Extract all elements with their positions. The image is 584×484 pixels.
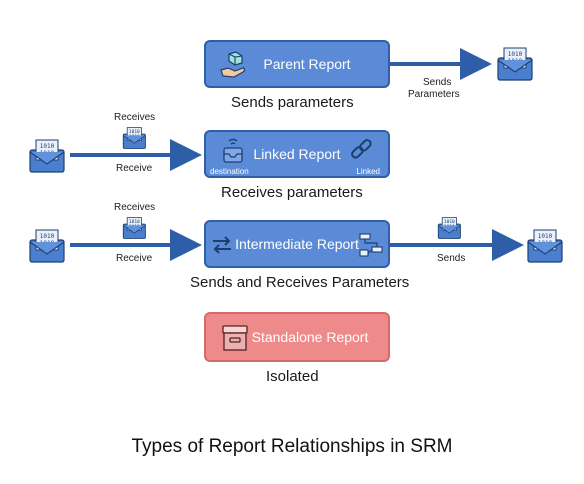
parent-out-envelope-icon: 1010 1010 <box>496 46 536 87</box>
standalone-report-caption: Isolated <box>266 368 319 385</box>
linked-report-caption: Receives parameters <box>221 184 363 201</box>
svg-text:1010: 1010 <box>40 233 55 240</box>
standalone-report-title: Standalone Report <box>251 329 369 345</box>
parent-report-title: Parent Report <box>263 56 351 72</box>
standalone-report-box: Standalone Report <box>204 312 390 362</box>
swap-arrows-icon <box>210 233 234 262</box>
svg-text:1010: 1010 <box>40 143 55 150</box>
intermediate-source-envelope-icon: 1010 1010 <box>28 228 68 269</box>
inbox-signal-icon <box>220 136 246 169</box>
intermediate-outgoing-label: Sends <box>437 253 466 264</box>
intermediate-incoming-bottom-label: Receive <box>116 253 153 264</box>
parent-report-box: Parent Report <box>204 40 390 88</box>
intermediate-report-title: Intermediate Report <box>235 236 359 252</box>
intermediate-report-box: Intermediate Report <box>204 220 390 268</box>
flowchart-icon <box>358 231 384 264</box>
linked-report-title: Linked Report <box>253 146 341 162</box>
intermediate-destination-envelope-icon: 1010 1010 <box>526 228 566 269</box>
svg-text:1010: 1010 <box>129 219 140 225</box>
intermediate-report-caption: Sends and Receives Parameters <box>190 274 410 291</box>
linked-incoming-envelope-icon: 1010 1010 <box>122 126 148 155</box>
linked-incoming-top-label: Receives <box>114 112 156 123</box>
parent-report-caption: Sends parameters <box>231 94 354 111</box>
svg-text:1010: 1010 <box>508 51 523 58</box>
linked-report-box: destination Linked Report Linked <box>204 130 390 178</box>
archive-drawer-icon <box>220 323 250 358</box>
linked-right-sublabel: Linked <box>356 167 380 176</box>
linked-source-envelope-icon: 1010 1010 <box>28 138 68 179</box>
svg-text:1010: 1010 <box>444 219 455 225</box>
diagram-title: Types of Report Relationships in SRM <box>131 436 453 457</box>
intermediate-outgoing-envelope-icon: 1010 1010 <box>437 216 463 245</box>
parent-arrow-label-line1: Sends <box>423 77 452 88</box>
svg-text:1010: 1010 <box>129 129 140 135</box>
intermediate-incoming-top-label: Receives <box>114 202 156 213</box>
intermediate-incoming-envelope-icon: 1010 1010 <box>122 216 148 245</box>
linked-incoming-bottom-label: Receive <box>116 163 153 174</box>
parent-arrow-label-line2: Parameters <box>408 89 460 100</box>
linked-left-sublabel: destination <box>210 167 249 176</box>
hand-cube-icon <box>218 50 248 85</box>
chain-link-icon <box>348 136 374 169</box>
svg-text:1010: 1010 <box>538 233 553 240</box>
